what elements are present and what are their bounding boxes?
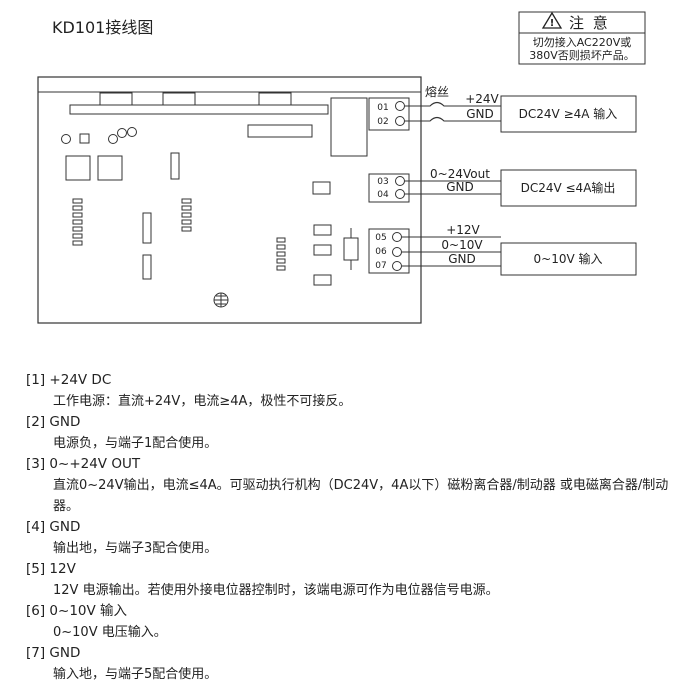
controller-board [37,76,422,324]
device-power-input: DC24V ≥4A 输入 [500,95,637,133]
terminal-01: 01 [377,103,388,113]
terminal-02: 02 [377,117,388,127]
terminal-04: 04 [377,190,389,200]
description-item-2: [2] GND 电源负，与端子1配合使用。 [26,412,676,454]
wire-label-3: 0~24Vout [430,167,490,181]
description-item-4: [4] GND 输出地，与端子3配合使用。 [26,517,676,559]
description-head: [6] 0~10V 输入 [26,603,128,619]
description-item-1: [1] +24V DC 工作电源：直流+24V，电流≥4A，极性不可接反。 [26,370,676,412]
warning-line-2: 380V否则损坏产品。 [529,48,635,62]
terminal-05: 05 [375,233,386,243]
fuse-label: 熔丝 [425,84,449,99]
description-item-3: [3] 0~+24V OUT 直流0~24V输出，电流≤4A。可驱动执行机构（D… [26,454,676,517]
description-item-6: [6] 0~10V 输入 0~10V 电压输入。 [26,601,676,643]
diagram-title: KD101接线图 [52,18,153,37]
terminal-06: 06 [375,247,387,257]
description-head: [1] +24V DC [26,372,112,388]
description-body: 输入地，与端子5配合使用。 [53,667,218,682]
description-item-5: [5] 12V 12V 电源输出。若使用外接电位器控制时，该端电源可作为电位器信… [26,559,676,601]
terminal-07: 07 [375,261,386,271]
terminal-block-1: 01 02 [368,97,410,131]
description-body: 电源负，与端子1配合使用。 [53,436,218,451]
device-power-output-label: DC24V ≤4A输出 [521,180,616,195]
wires [402,101,501,267]
wire-label-6: 0~10V [441,238,483,252]
device-signal-input-label: 0~10V 输入 [534,251,603,266]
device-power-output: DC24V ≤4A输出 [500,169,637,207]
wire-label-2: GND [466,107,494,121]
terminal-03: 03 [377,177,388,187]
ground-mark-icon [213,292,229,308]
warning-box: ! 注 意 切勿接入AC220V或 380V否则损坏产品。 [518,11,646,65]
wiring-diagram: KD101接线图 ! 注 意 切勿接入AC220V或 380V否则损坏产品。 [37,11,646,324]
description-head: [2] GND [26,414,81,430]
wire-label-4: GND [446,180,474,194]
warning-title: 注 意 [569,14,610,32]
warning-line-1: 切勿接入AC220V或 [533,36,632,49]
description-body: 直流0~24V输出，电流≤4A。可驱动执行机构（DC24V，4A以下）磁粉离合器… [53,478,669,514]
wire-label-7: GND [448,252,476,266]
description-head: [7] GND [26,645,81,661]
warning-triangle-icon [541,11,563,29]
description-head: [4] GND [26,519,81,535]
device-power-input-label: DC24V ≥4A 输入 [519,106,618,121]
description-item-7: [7] GND 输入地，与端子5配合使用。 [26,643,676,685]
description-head: [3] 0~+24V OUT [26,456,141,472]
terminal-block-2: 03 04 [368,173,410,203]
wire-label-5: +12V [446,223,480,237]
svg-text:!: ! [550,18,555,29]
description-body: 0~10V 电压输入。 [53,625,167,640]
description-body: 工作电源：直流+24V，电流≥4A，极性不可接反。 [53,394,352,409]
wire-label-1: +24V [465,92,499,106]
terminal-descriptions: [1] +24V DC 工作电源：直流+24V，电流≥4A，极性不可接反。 [2… [26,370,676,685]
description-body: 12V 电源输出。若使用外接电位器控制时，该端电源可作为电位器信号电源。 [53,583,499,598]
description-head: [5] 12V [26,561,76,577]
device-signal-input: 0~10V 输入 [500,242,637,276]
description-body: 输出地，与端子3配合使用。 [53,541,218,556]
